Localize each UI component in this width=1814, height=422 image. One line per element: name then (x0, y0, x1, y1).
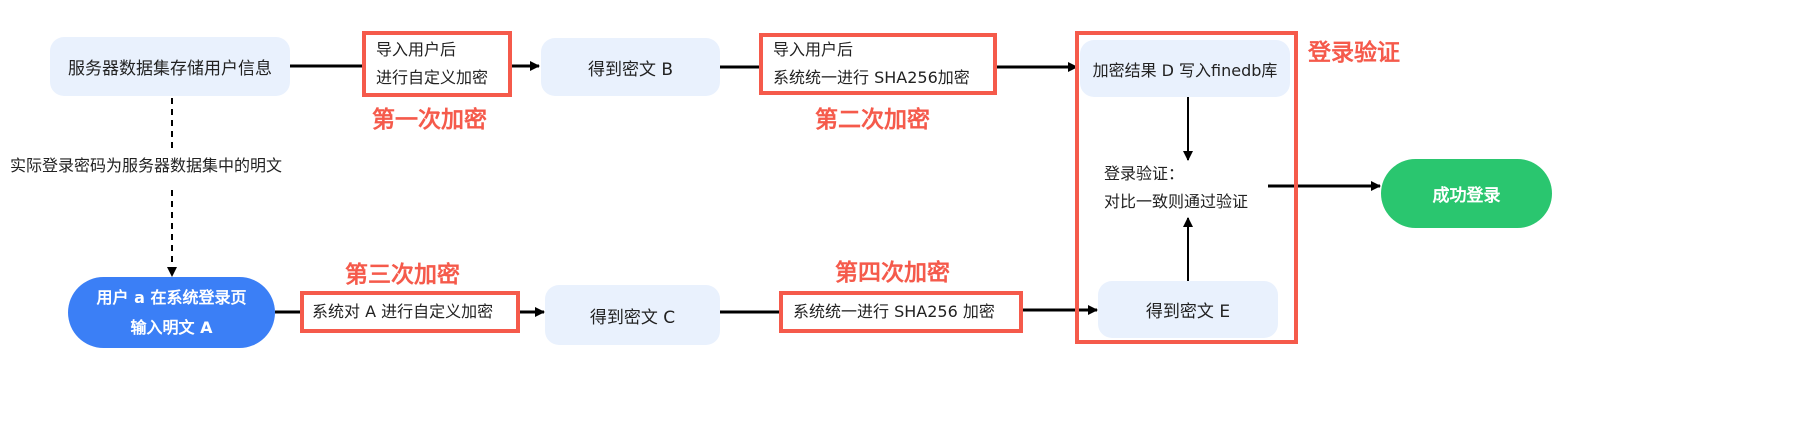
cipher-c-node: 得到密文 C (545, 285, 720, 345)
fourth-encrypt-label: 第四次加密 (835, 260, 950, 286)
node-label: 成功登录 (1432, 186, 1501, 206)
node-label: 得到密文 E (1145, 302, 1231, 322)
node-label: 服务器数据集存储用户信息 (68, 59, 272, 79)
login-verify-group (1075, 31, 1298, 344)
node-label: 导入用户后 (376, 40, 457, 59)
node-label: 得到密文 C (589, 307, 676, 328)
node-label: 进行自定义加密 (376, 68, 489, 87)
node-label: 系统统一进行 SHA256 加密 (793, 302, 995, 321)
cipher-b-node: 得到密文 B (541, 38, 720, 96)
node-label: 登录验证： (1104, 164, 1185, 183)
login-verify-label: 登录验证 (1308, 40, 1400, 66)
dashed-note: 实际登录密码为服务器数据集中的明文 (10, 152, 283, 180)
third-encrypt-label: 第三次加密 (345, 262, 460, 288)
sha-encrypt-2-box: 系统统一进行 SHA256 加密 (779, 291, 1023, 333)
server-store-node: 服务器数据集存储用户信息 (50, 37, 290, 96)
custom-encrypt-2-box: 系统对 A 进行自定义加密 (300, 291, 520, 333)
node-label: 输入明文 A (130, 317, 213, 337)
node-label: 导入用户后 (773, 40, 854, 59)
user-input-node: 用户 a 在系统登录页 输入明文 A (68, 277, 275, 348)
verify-node: 登录验证： 对比一致则通过验证 (1104, 160, 1248, 216)
node-label: 系统对 A 进行自定义加密 (312, 302, 494, 321)
custom-encrypt-1-box: 导入用户后 进行自定义加密 (362, 31, 512, 97)
first-encrypt-label: 第一次加密 (372, 107, 487, 133)
cipher-e-node: 得到密文 E (1098, 281, 1278, 338)
success-node: 成功登录 (1381, 159, 1552, 228)
node-label: 用户 a 在系统登录页 (96, 287, 247, 307)
node-label: 对比一致则通过验证 (1104, 192, 1249, 211)
node-label: 加密结果 D 写入finedb库 (1092, 60, 1278, 80)
sha-encrypt-1-box: 导入用户后 系统统一进行 SHA256加密 (759, 33, 997, 95)
node-label: 系统统一进行 SHA256加密 (773, 68, 970, 87)
result-d-node: 加密结果 D 写入finedb库 (1080, 40, 1290, 97)
node-label: 得到密文 B (587, 59, 674, 80)
second-encrypt-label: 第二次加密 (815, 107, 930, 133)
